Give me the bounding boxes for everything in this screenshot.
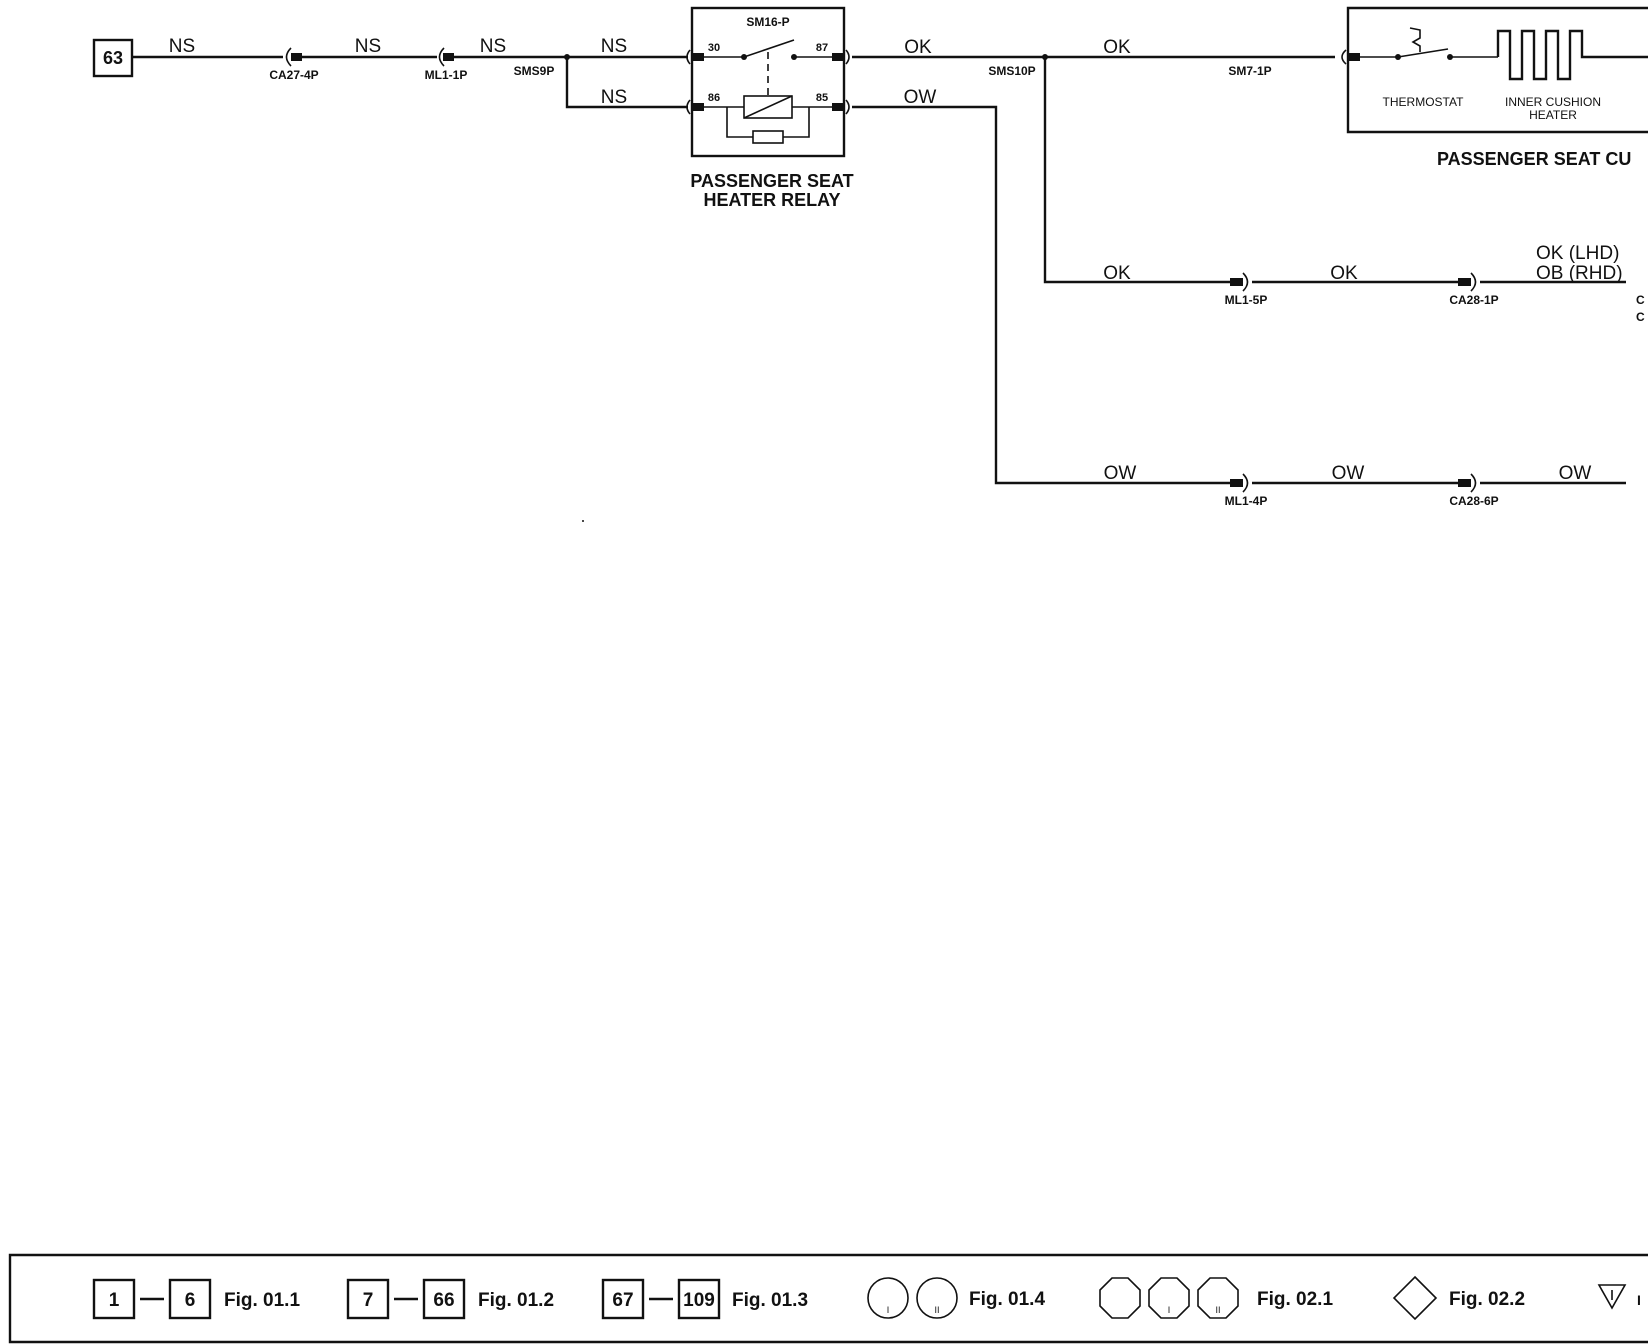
source-reference-label: 63	[103, 48, 123, 68]
connector-label-ml1-4p: ML1-4P	[1225, 494, 1268, 508]
source-reference-box: 63	[92, 38, 134, 78]
thermostat-label: THERMOSTAT	[1383, 95, 1465, 109]
wire-label-ns-2: NS	[355, 36, 381, 57]
heater-label-line1: INNER CUSHION	[1505, 95, 1601, 109]
wire-label-ok-lhd: OK (LHD)	[1536, 243, 1619, 264]
legend-item-1-to: 6	[185, 1290, 196, 1311]
legend-item-3-fig: Fig. 01.3	[732, 1290, 808, 1311]
connector-ca27-4p	[285, 47, 302, 67]
connector-label-sm7-1p: SM7-1P	[1228, 64, 1271, 78]
wire-label-ns-1: NS	[169, 36, 195, 57]
heater-label-line2: HEATER	[1529, 108, 1577, 122]
wire-label-ok-3: OK	[1103, 263, 1131, 284]
wire-ok-branch	[1043, 57, 1230, 284]
legend-item-2-to: 66	[433, 1290, 454, 1311]
legend-diamond-fig: Fig. 02.2	[1449, 1289, 1525, 1310]
connector-label-ca28-6p: CA28-6P	[1449, 494, 1498, 508]
legend-item-1-from: 1	[109, 1290, 120, 1311]
relay-connector-label: SM16-P	[746, 15, 789, 29]
connector-ca28-6p	[1458, 473, 1477, 493]
wire-label-ow-4: OW	[1559, 463, 1592, 484]
relay-pin-85: 85	[816, 92, 828, 104]
wire-label-ns-3: NS	[480, 36, 506, 57]
connector-label-ca27-4p: CA27-4P	[269, 68, 318, 82]
connector-ml1-4p	[1230, 473, 1249, 493]
wire-label-ns-4: NS	[601, 36, 627, 57]
legend-item-2-fig: Fig. 01.2	[478, 1290, 554, 1311]
wire-label-ok-1: OK	[904, 37, 932, 58]
wire-label-ow-3: OW	[1332, 463, 1365, 484]
legend-item-3-from: 67	[612, 1290, 633, 1311]
splice-label-sms9p: SMS9P	[514, 64, 555, 78]
legend-item-2-from: 7	[363, 1290, 374, 1311]
passenger-seat-cushion-box	[1341, 6, 1648, 134]
connector-label-partial-1: C	[1636, 293, 1645, 307]
wire-label-ok-2: OK	[1103, 37, 1131, 58]
passenger-seat-heater-relay	[686, 6, 850, 158]
connector-ml1-5p	[1230, 272, 1249, 292]
wire-label-ns-5: NS	[601, 87, 627, 108]
legend-circle-ii: II	[934, 1305, 939, 1315]
wire-ow-main	[852, 105, 1230, 485]
legend-circle-fig: Fig. 01.4	[969, 1289, 1045, 1310]
relay-pin-87: 87	[816, 42, 828, 54]
legend-octagon-i: I	[1168, 1305, 1171, 1315]
connector-ml1-1p	[438, 47, 454, 67]
seat-cushion-title: PASSENGER SEAT CU	[1437, 149, 1631, 169]
legend-circle-i: I	[887, 1305, 890, 1315]
connector-label-partial-2: C	[1636, 310, 1645, 324]
wire-label-ow-2: OW	[1104, 463, 1137, 484]
relay-title-line2: HEATER RELAY	[703, 190, 840, 210]
wire-label-ob-rhd: OB (RHD)	[1536, 263, 1623, 284]
relay-pin-30: 30	[708, 42, 720, 54]
connector-label-ml1-5p: ML1-5P	[1225, 293, 1268, 307]
wire-ns-branch	[565, 57, 688, 109]
splice-label-sms10p: SMS10P	[988, 64, 1035, 78]
legend-octagon-fig: Fig. 02.1	[1257, 1289, 1333, 1310]
wire-label-ok-4: OK	[1330, 263, 1358, 284]
relay-title-line1: PASSENGER SEAT	[690, 171, 853, 191]
connector-label-ml1-1p: ML1-1P	[425, 68, 468, 82]
relay-pin-86: 86	[708, 92, 720, 104]
wire-label-ow-1: OW	[904, 87, 937, 108]
legend-item-3-to: 109	[683, 1290, 715, 1311]
legend-panel: 1 6 Fig. 01.1 7 66 Fig. 01.2 67 109 Fig.…	[8, 1253, 1648, 1344]
legend-octagon-ii: II	[1215, 1305, 1220, 1315]
legend-triangle-partial: I	[1637, 1292, 1641, 1308]
legend-item-1-fig: Fig. 01.1	[224, 1290, 300, 1311]
connector-ca28-1p	[1458, 272, 1477, 292]
connector-label-ca28-1p: CA28-1P	[1449, 293, 1498, 307]
